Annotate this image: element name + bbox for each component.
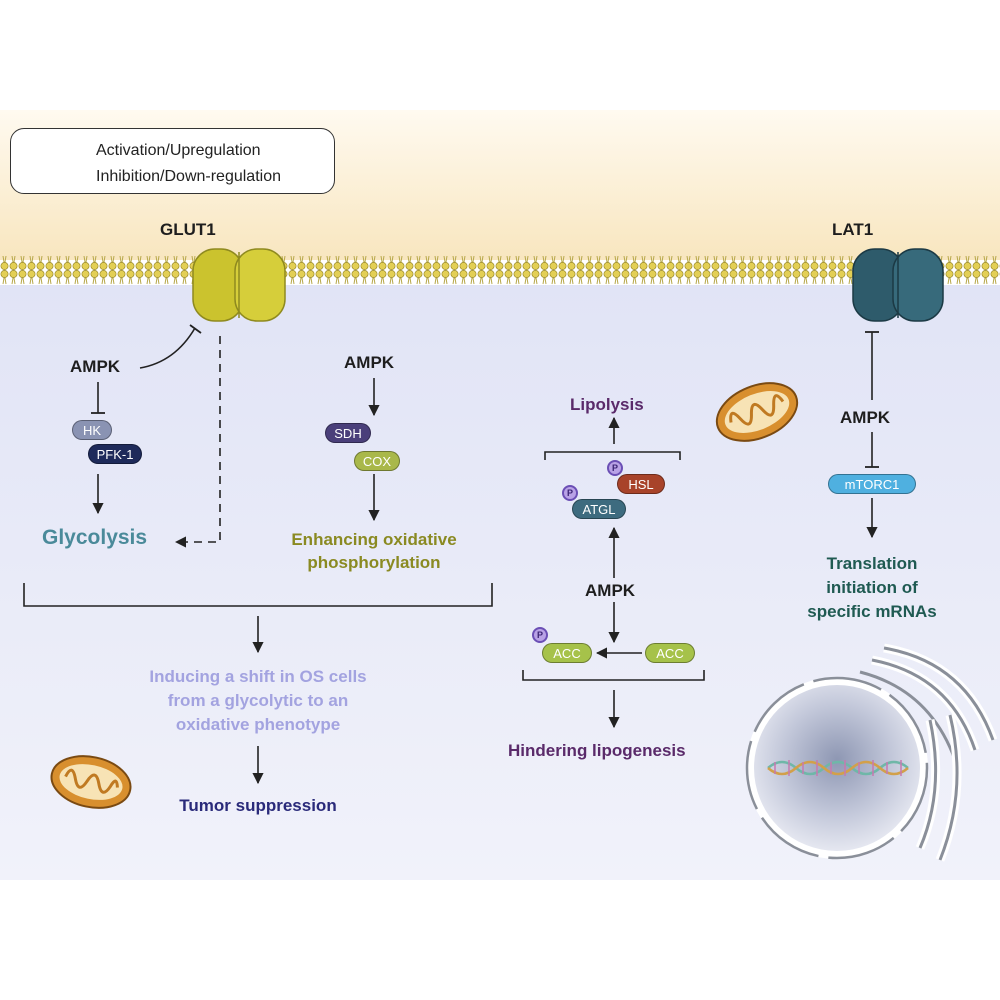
translation-line1: Translation [826, 554, 918, 573]
ampk-label-glycolysis: AMPK [70, 357, 121, 376]
oxphos-result-line2: phosphorylation [307, 553, 441, 572]
nucleus-icon [745, 676, 929, 860]
glut1-transporter [192, 248, 286, 322]
hsl-enzyme: HSL [617, 474, 665, 494]
mitochondrion-icon [715, 382, 799, 442]
translation-line3: specific mRNAs [807, 602, 937, 621]
dna-helix-icon [767, 760, 909, 776]
lipolysis-bracket [544, 451, 681, 460]
mtorc1-complex: mTORC1 [828, 474, 916, 494]
shift-line1: Inducing a shift in OS cells [149, 667, 367, 686]
tumor-suppression-label: Tumor suppression [179, 796, 337, 815]
lipolysis-label: Lipolysis [570, 395, 644, 414]
ampk-label-lipid: AMPK [585, 581, 636, 600]
glut1-label: GLUT1 [160, 220, 216, 239]
ampk-label-oxphos: AMPK [344, 353, 395, 372]
lipogenesis-bracket [522, 670, 705, 681]
hk-enzyme: HK [72, 420, 112, 440]
phosphate-icon: P [562, 485, 578, 501]
oxphos-result-line1: Enhancing oxidative [291, 530, 457, 549]
lat1-transporter [852, 248, 944, 322]
ampk-inhibits-glut1 [139, 327, 196, 369]
shift-line3: oxidative phenotype [175, 715, 341, 734]
endoplasmic-reticulum-icon [859, 643, 998, 862]
mitochondrion-icon [50, 755, 132, 809]
legend-box [10, 128, 335, 194]
cox-enzyme: COX [354, 451, 400, 471]
atgl-enzyme: ATGL [572, 499, 626, 519]
phosphate-icon: P [607, 460, 623, 476]
pfk1-enzyme: PFK-1 [88, 444, 142, 464]
sdh-enzyme: SDH [325, 423, 371, 443]
glycolysis-label: Glycolysis [42, 526, 148, 549]
acc-enzyme-phosphorylated: ACC [542, 643, 592, 663]
membrane-bilayer [0, 256, 1000, 286]
ampk-label-mtor: AMPK [840, 408, 891, 427]
hindering-lipogenesis-label: Hindering lipogenesis [508, 741, 686, 760]
lat1-label: LAT1 [832, 220, 874, 239]
legend-inhibition-label: Inhibition/Down-regulation [96, 168, 281, 185]
phosphate-icon: P [532, 627, 548, 643]
legend-activation-label: Activation/Upregulation [96, 142, 261, 159]
combine-bracket [23, 583, 493, 607]
translation-line2: initiation of [826, 578, 918, 597]
acc-enzyme: ACC [645, 643, 695, 663]
shift-line2: from a glycolytic to an [167, 691, 349, 710]
